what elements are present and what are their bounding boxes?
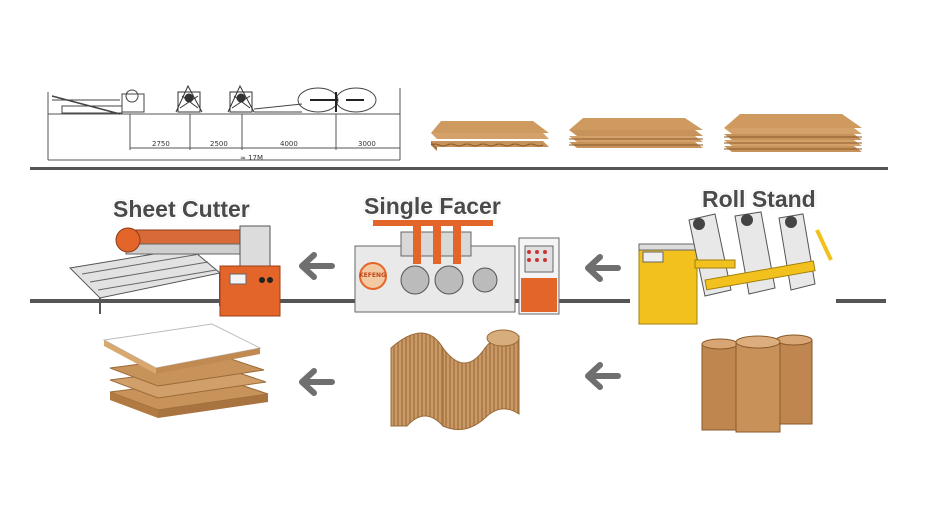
machine-base-line-right xyxy=(836,299,886,303)
arrow-left-icon-paper xyxy=(585,362,621,390)
paper-rolls-svg xyxy=(701,334,813,433)
roll-stand-label: Roll Stand xyxy=(702,186,816,212)
roll-stand-machine xyxy=(635,210,835,330)
machine-logo-text: KEFENG xyxy=(359,272,386,279)
cardboard-stack-thick-svg xyxy=(724,114,862,152)
arrow-left-icon-cutter xyxy=(299,252,335,280)
finished-cardboard-sheets xyxy=(100,318,280,428)
single-facer-label: Single Facer xyxy=(364,193,501,219)
single-facer-machine: KEFENG xyxy=(345,218,565,318)
layout-drawing-svg xyxy=(47,84,401,161)
dimension-2500: 2500 xyxy=(210,140,228,148)
dimension-total: ≈ 17M xyxy=(240,154,264,162)
roll-stand-svg xyxy=(638,211,833,325)
arrow-left-icon-board xyxy=(299,368,335,396)
machine-base-line-left xyxy=(30,299,630,303)
cardboard-stack-medium xyxy=(565,112,705,157)
dimension-4000: 4000 xyxy=(280,140,298,148)
finished-sheets-svg xyxy=(102,323,269,418)
cardboard-stack-medium-svg xyxy=(569,118,703,148)
top-divider-line xyxy=(30,167,888,170)
dimension-2750: 2750 xyxy=(152,140,170,148)
corrugated-medium-roll xyxy=(385,318,525,436)
arrow-left-icon-facer xyxy=(585,254,621,282)
cardboard-stack-thin xyxy=(425,115,550,155)
layout-drawing: 2750 2500 4000 3000 ≈ 17M xyxy=(40,78,415,168)
dimension-3000: 3000 xyxy=(358,140,376,148)
cardboard-stack-thick xyxy=(720,108,865,160)
corrugated-medium-svg xyxy=(390,329,520,431)
sheet-cutter-label: Sheet Cutter xyxy=(113,196,250,222)
sheet-cutter-machine xyxy=(68,218,285,318)
cardboard-stack-thin-svg xyxy=(430,121,549,151)
single-facer-svg xyxy=(354,220,560,315)
sheet-cutter-svg xyxy=(68,225,281,317)
kraft-paper-rolls xyxy=(700,334,820,436)
